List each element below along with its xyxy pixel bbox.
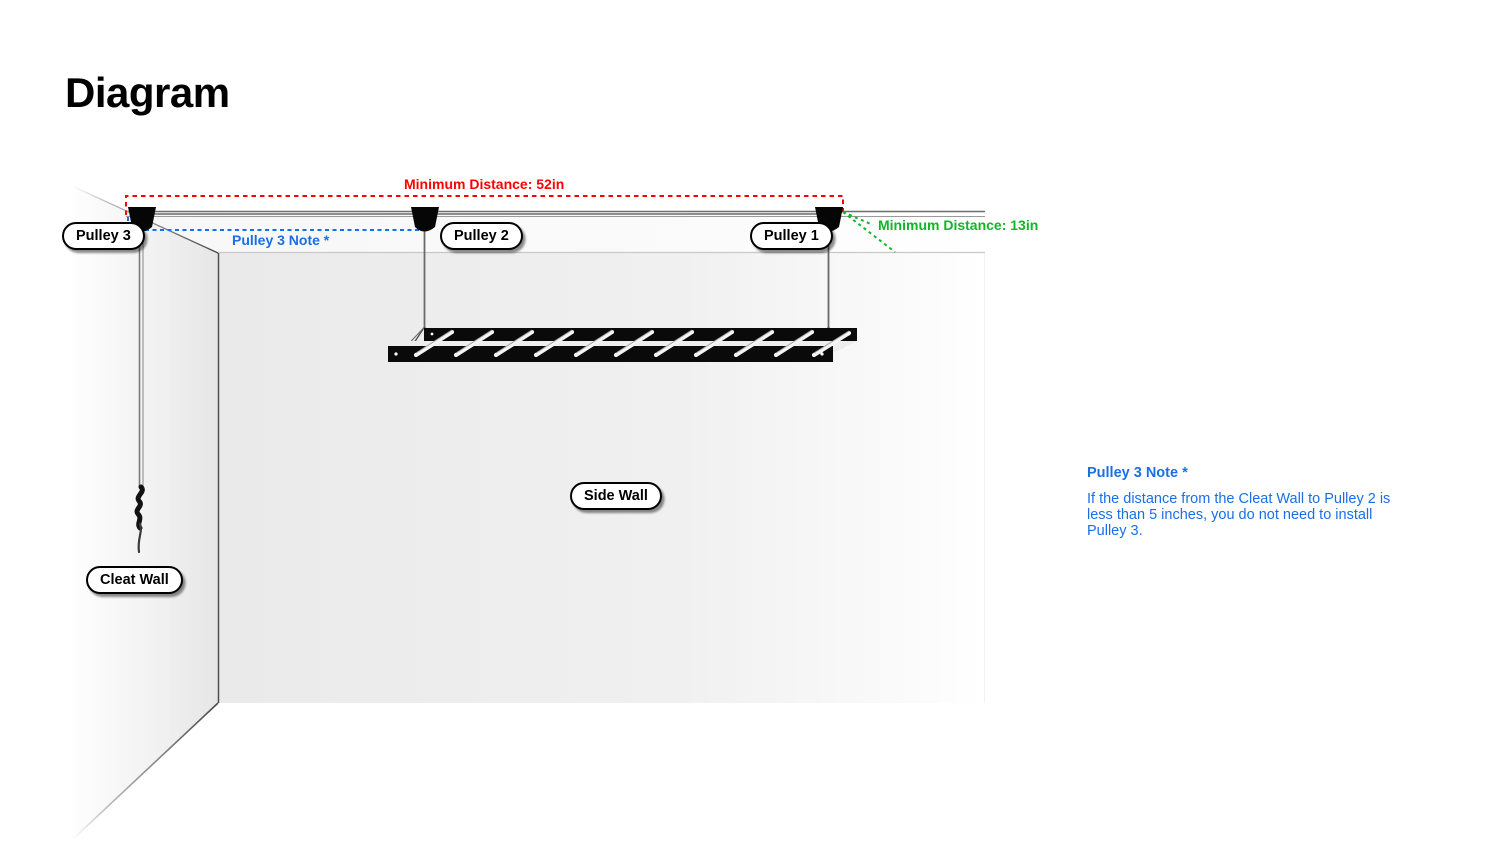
label-side-wall-text: Side Wall (584, 488, 648, 504)
pulley-2-hardware (411, 207, 439, 232)
label-cleat-wall-text: Cleat Wall (100, 572, 169, 588)
label-pulley-3-text: Pulley 3 (76, 228, 131, 244)
drying-rack (388, 328, 857, 362)
pulley-3-note-guide (127, 217, 425, 231)
label-pulley-1-text: Pulley 1 (764, 228, 819, 244)
label-pulley-2-text: Pulley 2 (454, 228, 509, 244)
pulley-3-note-body: If the distance from the Cleat Wall to P… (1087, 490, 1391, 540)
label-pulley-1[interactable]: Pulley 1 (750, 222, 833, 250)
side-wall-surface (72, 186, 218, 840)
label-side-wall[interactable]: Side Wall (570, 482, 662, 510)
label-pulley-3[interactable]: Pulley 3 (62, 222, 145, 250)
min-distance-13-guide (842, 211, 896, 253)
min-distance-52-guide (125, 195, 844, 215)
pulley-3-note-marker-label: Pulley 3 Note * (232, 232, 330, 248)
page-title: Diagram (65, 69, 230, 116)
pulley-3-note-block: Pulley 3 Note * If the distance from the… (1087, 463, 1407, 539)
room-outline (71, 185, 985, 841)
min-distance-52-label: Minimum Distance: 52in (404, 176, 565, 192)
label-pulley-2[interactable]: Pulley 2 (440, 222, 523, 250)
back-wall-surface (218, 253, 985, 703)
label-cleat-wall[interactable]: Cleat Wall (86, 566, 183, 594)
pulley-3-note-title: Pulley 3 Note * (1087, 465, 1188, 481)
min-distance-13-label: Minimum Distance: 13in (878, 217, 1039, 233)
